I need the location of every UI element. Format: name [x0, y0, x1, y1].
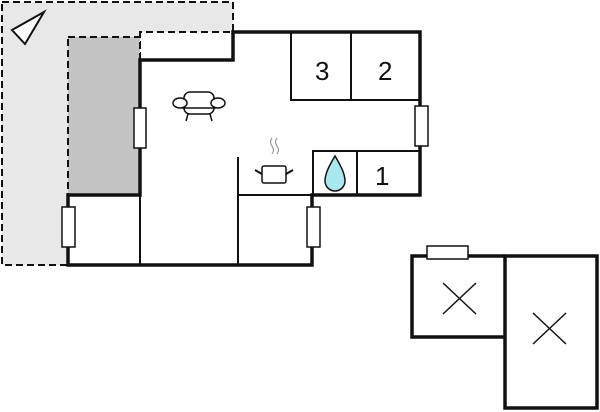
room-2-label: 2 [378, 56, 392, 86]
cross-icon [442, 282, 477, 315]
main-building [66, 30, 422, 267]
room-1-label: 1 [375, 161, 389, 191]
water-drop-icon [324, 154, 346, 192]
cooking-pot-icon [254, 137, 294, 184]
sofa-icon [172, 91, 226, 122]
window [133, 107, 147, 149]
north-arrow-icon [10, 9, 47, 46]
window [426, 245, 469, 260]
annex-building [410, 254, 599, 410]
window [306, 206, 321, 248]
room-3-label: 3 [315, 56, 329, 86]
window [414, 105, 429, 147]
terrace [67, 36, 141, 196]
cross-icon [532, 312, 567, 345]
window [61, 206, 76, 248]
